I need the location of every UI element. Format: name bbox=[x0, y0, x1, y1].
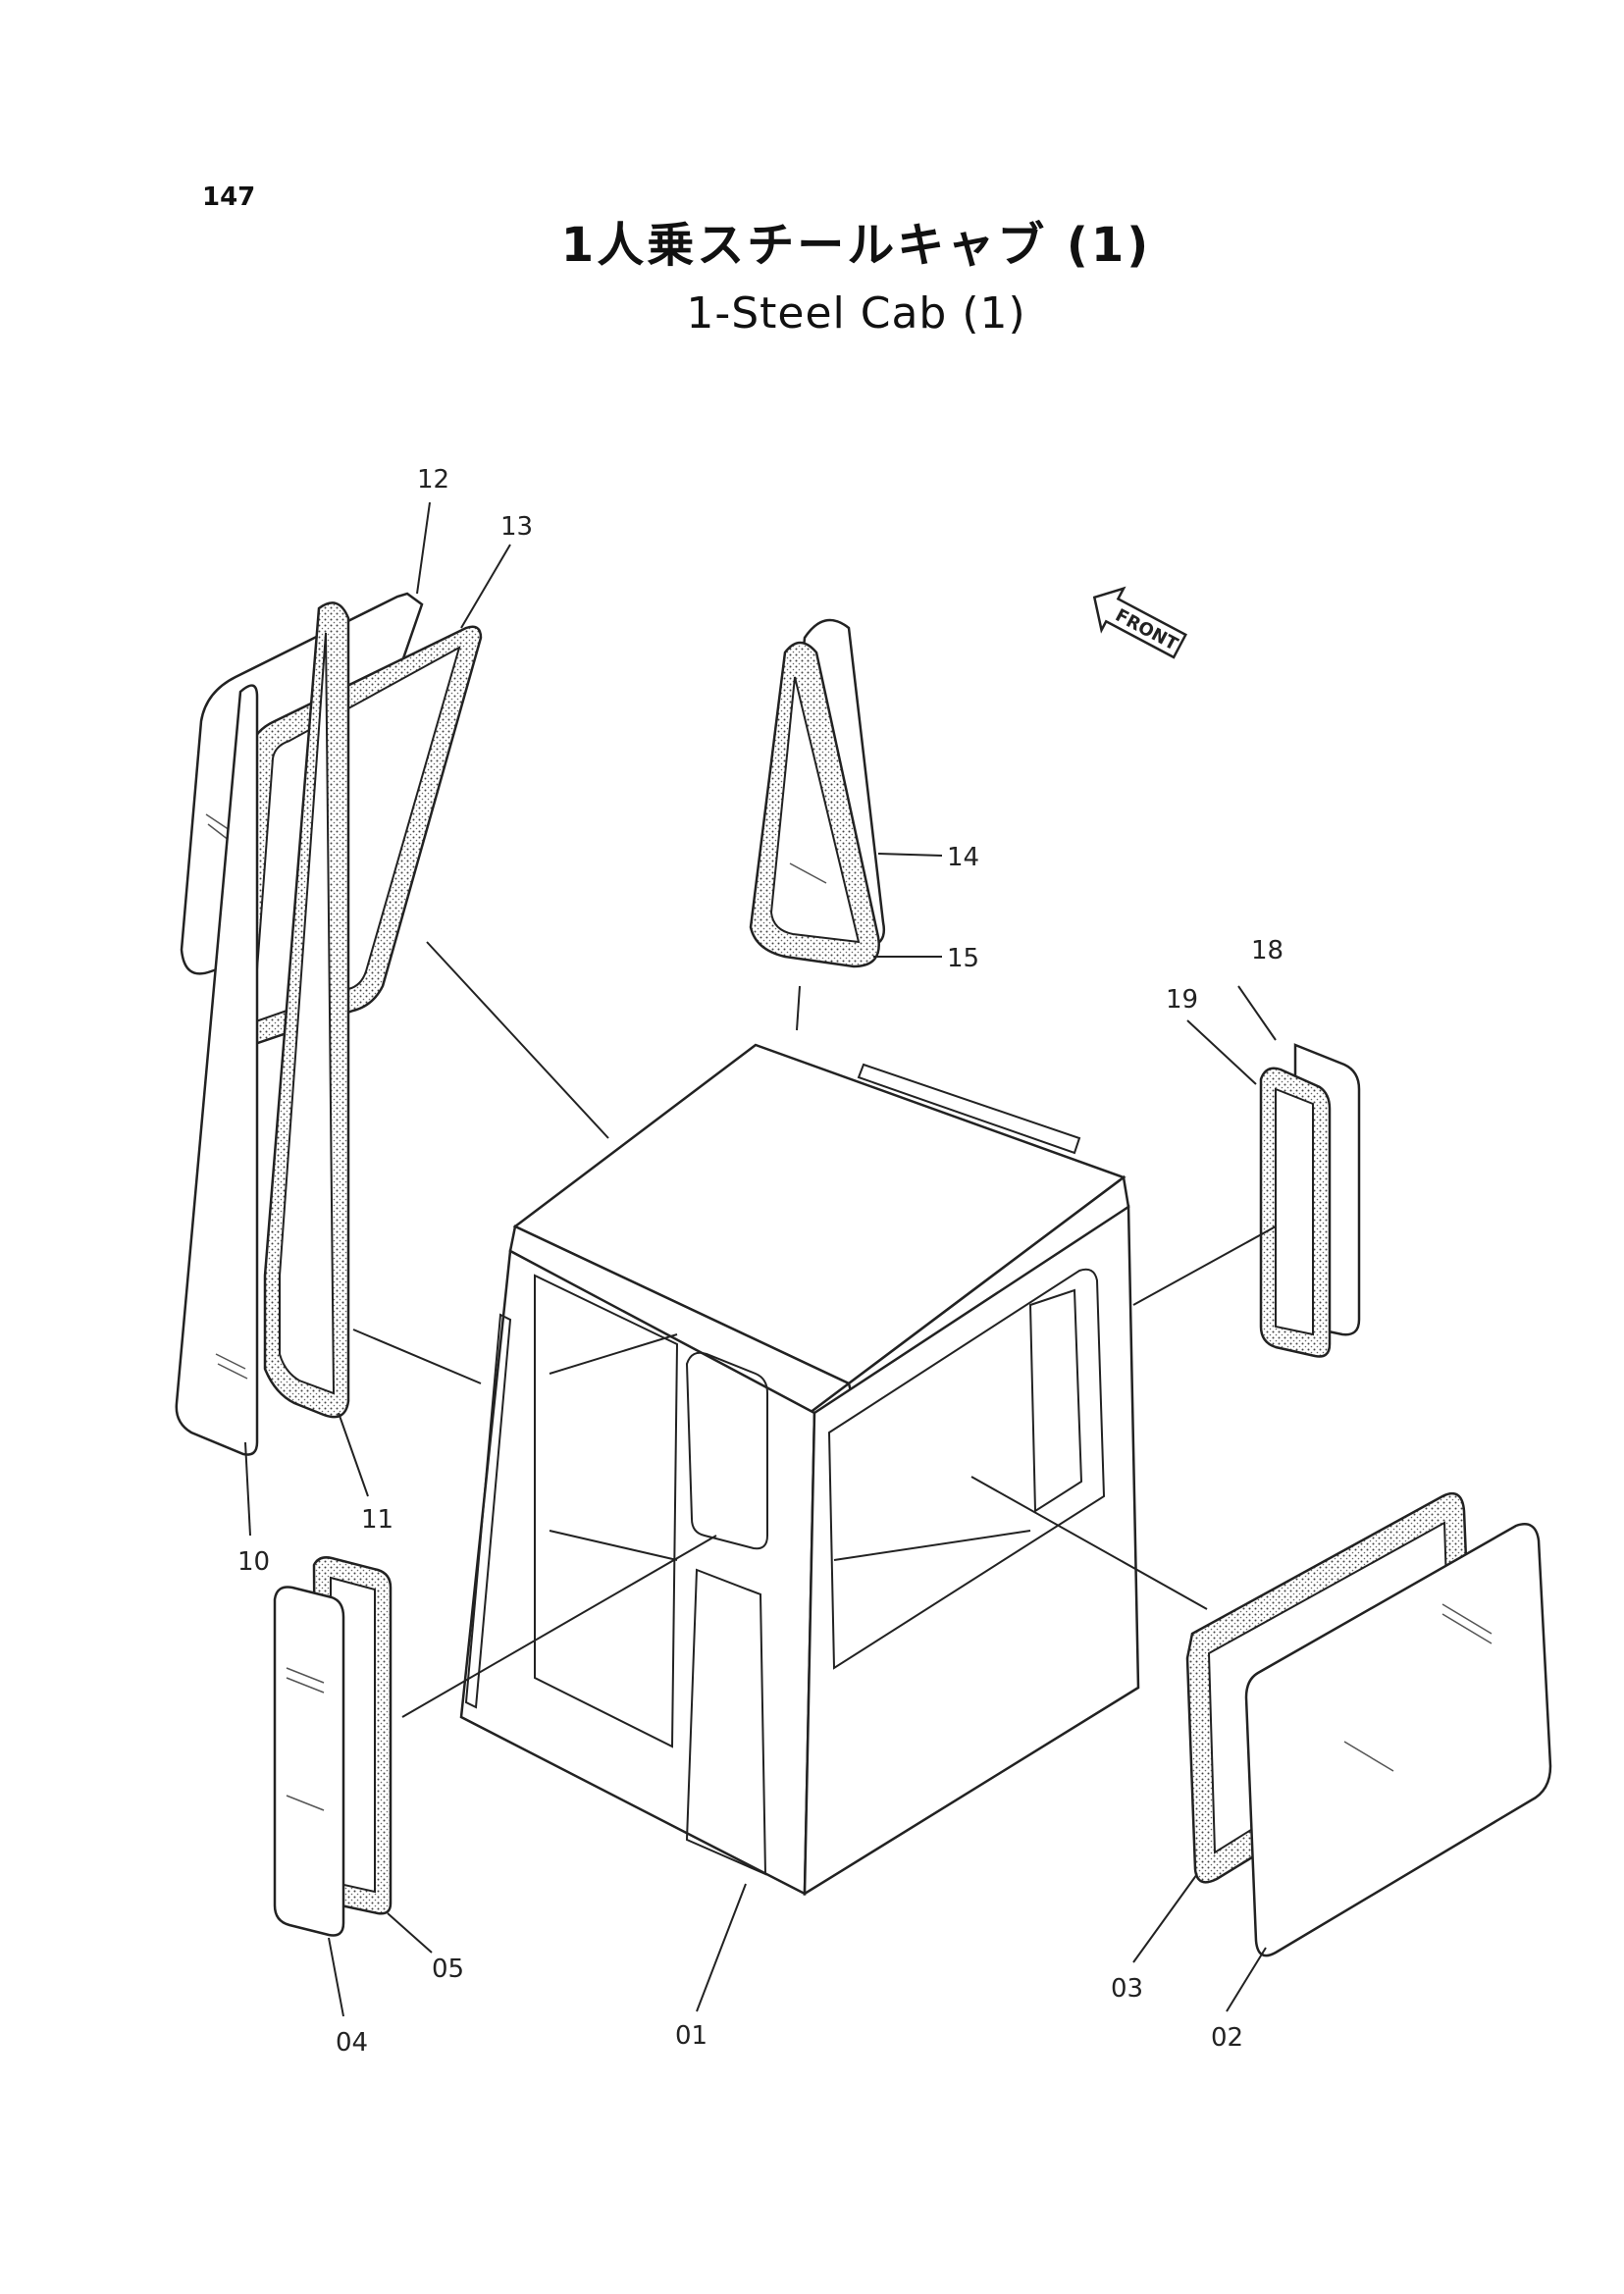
leader-11 bbox=[338, 1412, 369, 1497]
title-japanese: 1人乗スチールキャブ (1) bbox=[560, 218, 1152, 273]
leader-14 bbox=[877, 853, 943, 857]
leader-13 bbox=[460, 544, 511, 629]
leader-04-05-to-cab bbox=[401, 1535, 717, 1718]
leader-18-19-to-cab bbox=[1132, 1225, 1277, 1306]
part-11-seal bbox=[263, 601, 350, 1419]
leader-12-13-to-cab bbox=[426, 941, 609, 1139]
label-02: 02 bbox=[1211, 2023, 1243, 2053]
label-11: 11 bbox=[361, 1505, 393, 1535]
leader-10-11-to-cab bbox=[352, 1329, 482, 1384]
leader-10 bbox=[244, 1441, 251, 1537]
leader-03 bbox=[1132, 1873, 1198, 1963]
part-15-seal bbox=[749, 641, 880, 968]
label-19: 19 bbox=[1166, 985, 1198, 1015]
part-19-seal bbox=[1259, 1067, 1332, 1358]
leader-05 bbox=[387, 1912, 433, 1954]
label-05: 05 bbox=[432, 1955, 464, 1984]
leader-04 bbox=[328, 1937, 344, 2017]
part-01-cab bbox=[459, 1043, 1140, 1897]
label-03: 03 bbox=[1111, 1974, 1143, 2004]
part-labels: 12 13 14 15 18 19 10 11 04 05 01 03 02 bbox=[237, 465, 1283, 2058]
front-arrow-icon: FRONT bbox=[1092, 586, 1187, 659]
label-13: 13 bbox=[500, 512, 533, 542]
part-04-glass bbox=[273, 1586, 345, 1937]
part-02-glass bbox=[1244, 1523, 1552, 1957]
label-12: 12 bbox=[417, 465, 449, 495]
leader-lines bbox=[244, 501, 1277, 2017]
label-01: 01 bbox=[675, 2021, 707, 2051]
label-15: 15 bbox=[947, 944, 979, 973]
part-10-glass bbox=[175, 684, 259, 1456]
leader-19 bbox=[1186, 1019, 1257, 1085]
leader-01 bbox=[696, 1883, 747, 2012]
title-english: 1-Steel Cab (1) bbox=[686, 288, 1026, 339]
label-14: 14 bbox=[947, 843, 979, 872]
label-10: 10 bbox=[237, 1547, 270, 1577]
label-18: 18 bbox=[1251, 936, 1283, 965]
leader-02 bbox=[1226, 1947, 1267, 2012]
leader-18 bbox=[1237, 985, 1277, 1041]
leader-14-15-to-cab bbox=[796, 985, 801, 1031]
leader-12 bbox=[416, 501, 431, 595]
leader-02-03-to-cab bbox=[970, 1476, 1208, 1610]
title-block: 1人乗スチールキャブ (1) 1-Steel Cab (1) bbox=[0, 206, 1624, 339]
page-number: 147 bbox=[202, 182, 256, 212]
label-04: 04 bbox=[336, 2028, 368, 2058]
